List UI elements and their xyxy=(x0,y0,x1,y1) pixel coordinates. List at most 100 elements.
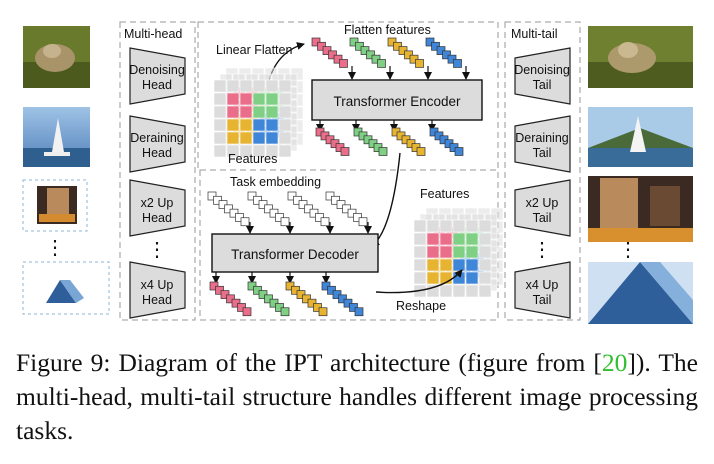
feature-cell xyxy=(252,144,266,158)
feature-grid-right xyxy=(413,207,504,298)
feature-cell xyxy=(439,219,453,233)
feature-cell xyxy=(213,79,227,93)
deraining-tail: Deraining Tail xyxy=(514,115,571,173)
feature-cell xyxy=(413,232,427,246)
svg-text:Transformer Encoder: Transformer Encoder xyxy=(333,94,461,109)
feature-cell xyxy=(252,105,266,119)
svg-text:x2 Up: x2 Up xyxy=(526,196,559,210)
token xyxy=(320,217,330,227)
figure-caption: Figure 9: Diagram of the IPT architectur… xyxy=(16,346,698,448)
feature-cell xyxy=(265,92,279,106)
feature-cell xyxy=(478,258,492,272)
feature-cell xyxy=(426,271,440,285)
feature-cell xyxy=(252,79,266,93)
multi-tail-label: Multi-tail xyxy=(511,27,558,41)
feature-cell xyxy=(426,219,440,233)
feature-cell xyxy=(439,284,453,298)
token xyxy=(454,147,464,156)
svg-text:Head: Head xyxy=(142,78,172,92)
svg-text:Tail: Tail xyxy=(533,78,552,92)
feature-cell xyxy=(465,284,479,298)
output-image-bird-clean xyxy=(588,26,693,88)
feature-cell xyxy=(226,118,240,132)
encoder-to-decoder-arrow xyxy=(371,152,401,247)
feature-cell xyxy=(439,258,453,272)
x4-up-head: x4 Up Head xyxy=(129,261,186,319)
feature-cell xyxy=(226,144,240,158)
svg-text:Head: Head xyxy=(142,146,172,160)
feature-cell xyxy=(413,219,427,233)
output-ellipsis: ⋮ xyxy=(618,239,638,261)
input-image-building-lowres xyxy=(46,280,84,303)
feature-cell xyxy=(213,105,227,119)
deraining-head: Deraining Head xyxy=(129,115,186,173)
svg-text:x4 Up: x4 Up xyxy=(141,278,174,292)
feature-cell xyxy=(278,105,292,119)
multi-tail-frame xyxy=(504,21,581,321)
feature-cell xyxy=(452,245,466,259)
token xyxy=(242,307,252,317)
feature-cell xyxy=(478,219,492,233)
feature-cell xyxy=(439,232,453,246)
tail-ellipsis: ⋮ xyxy=(532,239,552,261)
svg-text:Head: Head xyxy=(142,293,172,307)
token xyxy=(340,147,350,156)
feature-cell xyxy=(278,79,292,93)
feature-cell xyxy=(413,245,427,259)
token xyxy=(318,307,328,317)
caption-reference-link[interactable]: 20 xyxy=(601,348,628,377)
head-ellipsis: ⋮ xyxy=(147,239,167,261)
svg-text:Tail: Tail xyxy=(533,293,552,307)
token xyxy=(377,59,386,68)
svg-text:Denoising: Denoising xyxy=(129,63,185,77)
svg-text:Deraining: Deraining xyxy=(515,131,569,145)
feature-cell xyxy=(213,92,227,106)
feature-grid-top xyxy=(213,67,304,158)
denoising-tail: Denoising Tail xyxy=(514,47,571,105)
encoder-output-arrows xyxy=(316,120,436,132)
feature-cell xyxy=(239,79,253,93)
feature-cell xyxy=(239,131,253,145)
svg-text:Tail: Tail xyxy=(533,211,552,225)
feature-cell xyxy=(239,105,253,119)
feature-cell xyxy=(465,219,479,233)
flatten-features-label: Flatten features xyxy=(344,23,431,37)
feature-cell xyxy=(426,232,440,246)
svg-text:Head: Head xyxy=(142,211,172,225)
token xyxy=(378,147,388,156)
feature-cell xyxy=(252,131,266,145)
task-embedding-label: Task embedding xyxy=(230,175,321,189)
token xyxy=(358,217,368,227)
caption-prefix: Figure 9: Diagram of the IPT architectur… xyxy=(16,348,602,377)
token xyxy=(415,59,424,68)
feature-cell xyxy=(478,232,492,246)
feature-cell xyxy=(465,271,479,285)
svg-text:x2 Up: x2 Up xyxy=(141,196,174,210)
feature-cell xyxy=(278,118,292,132)
feature-cell xyxy=(452,232,466,246)
feature-cell xyxy=(239,92,253,106)
feature-cell xyxy=(439,245,453,259)
output-image-boat-clear xyxy=(588,107,693,167)
feature-cell xyxy=(413,258,427,272)
multi-head-frame xyxy=(119,21,196,321)
feature-cell xyxy=(452,284,466,298)
feature-cell xyxy=(265,131,279,145)
feature-cell xyxy=(426,258,440,272)
feature-cell xyxy=(265,105,279,119)
feature-cell xyxy=(426,245,440,259)
input-image-building-lowres-frame xyxy=(22,261,110,315)
encoder-frame xyxy=(197,21,499,171)
svg-text:Deraining: Deraining xyxy=(130,131,184,145)
multi-head-label: Multi-head xyxy=(124,27,182,41)
feature-cell xyxy=(465,245,479,259)
transformer-decoder-box: Transformer Decoder xyxy=(211,233,379,273)
feature-cell xyxy=(213,118,227,132)
features-right-label: Features xyxy=(420,187,469,201)
feature-cell xyxy=(478,284,492,298)
input-image-city-lowres-frame xyxy=(22,179,88,232)
feature-cell xyxy=(226,131,240,145)
feature-cell xyxy=(478,271,492,285)
token xyxy=(416,147,426,156)
reshape-label: Reshape xyxy=(396,299,446,313)
